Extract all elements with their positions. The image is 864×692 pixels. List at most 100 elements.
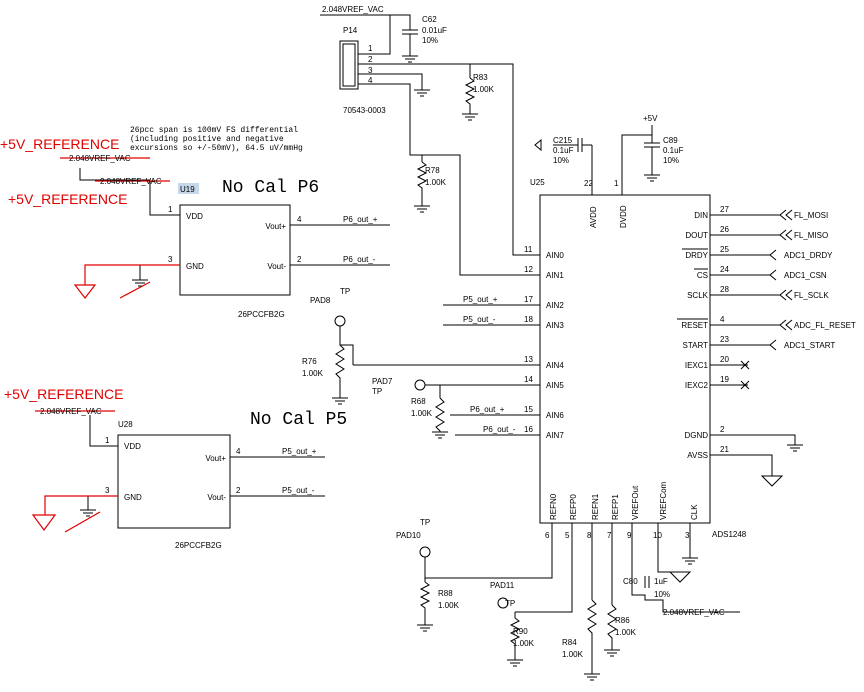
resistor-r83[interactable]: R83 1.00K bbox=[464, 73, 495, 114]
svg-text:C80: C80 bbox=[623, 577, 638, 586]
u28-part: 26PCCFB2G bbox=[175, 541, 222, 550]
p14-ref: P14 bbox=[343, 26, 358, 35]
svg-text:C215: C215 bbox=[553, 136, 573, 145]
svg-text:ADC1_CSN: ADC1_CSN bbox=[784, 271, 827, 280]
svg-text:FL_MOSI: FL_MOSI bbox=[794, 211, 828, 220]
testpad-pad10[interactable]: TP PAD10 bbox=[396, 518, 431, 565]
plus5v-label: +5V bbox=[643, 114, 658, 123]
testpad-pad11[interactable]: PAD11 TP bbox=[490, 581, 515, 609]
resistor-r86[interactable]: R86 1.00K bbox=[607, 604, 637, 650]
svg-text:AIN4: AIN4 bbox=[546, 361, 564, 370]
svg-text:VDD: VDD bbox=[186, 212, 203, 221]
svg-text:26: 26 bbox=[720, 225, 729, 234]
ground-symbol bbox=[132, 279, 148, 287]
svg-text:21: 21 bbox=[720, 445, 729, 454]
svg-text:AIN3: AIN3 bbox=[546, 321, 564, 330]
u25-ads1248[interactable]: U25 ADS1248 bbox=[530, 178, 747, 539]
svg-text:C89: C89 bbox=[663, 136, 678, 145]
capacitor-c215[interactable]: C215 0.1uF 10% bbox=[534, 136, 592, 165]
svg-text:P5_out_+: P5_out_+ bbox=[282, 447, 317, 456]
svg-text:PAD8: PAD8 bbox=[310, 296, 331, 305]
svg-text:0.1uF: 0.1uF bbox=[553, 146, 574, 155]
svg-text:1.00K: 1.00K bbox=[425, 178, 447, 187]
svg-text:28: 28 bbox=[720, 285, 729, 294]
u19-ref1-label: +5V_REFERENCE bbox=[0, 136, 119, 152]
ground-symbol bbox=[402, 55, 418, 63]
svg-text:excursions so +/-50mV), 64.5 u: excursions so +/-50mV), 64.5 uV/mmHg bbox=[130, 144, 303, 153]
svg-text:4: 4 bbox=[236, 447, 241, 456]
capacitor-c62[interactable]: C62 0.01uF 10% bbox=[402, 15, 447, 56]
svg-text:AVDD: AVDD bbox=[589, 206, 598, 228]
svg-text:CLK: CLK bbox=[690, 504, 699, 520]
svg-text:14: 14 bbox=[524, 375, 533, 384]
svg-text:7: 7 bbox=[607, 531, 612, 540]
resistor-r68[interactable]: R68 1.00K bbox=[411, 397, 445, 432]
svg-text:ADC1_START: ADC1_START bbox=[784, 341, 835, 350]
svg-text:AIN5: AIN5 bbox=[546, 381, 564, 390]
svg-text:10%: 10% bbox=[422, 36, 438, 45]
svg-text:DVDD: DVDD bbox=[619, 205, 628, 228]
svg-text:P5_out_+: P5_out_+ bbox=[463, 295, 498, 304]
svg-text:REFN1: REFN1 bbox=[591, 493, 600, 520]
svg-text:3: 3 bbox=[685, 531, 690, 540]
svg-text:PAD7: PAD7 bbox=[372, 377, 393, 386]
u28-sensor[interactable]: U28 26PCCFB2G VDD GND Vout+ Vout- 1 3 4 … bbox=[105, 420, 241, 550]
svg-text:P6_out_+: P6_out_+ bbox=[343, 215, 378, 224]
svg-text:19: 19 bbox=[720, 375, 729, 384]
ground-symbol bbox=[80, 509, 96, 517]
vref-top-label: 2.048VREF_VAC bbox=[322, 5, 384, 14]
p14-pin1: 1 bbox=[368, 44, 373, 53]
svg-text:AIN2: AIN2 bbox=[546, 301, 564, 310]
resistor-r88[interactable]: R88 1.00K bbox=[419, 565, 460, 625]
connector-p14[interactable]: P14 70543-0003 1 2 3 4 bbox=[339, 26, 386, 115]
svg-text:1: 1 bbox=[168, 205, 173, 214]
capacitor-c80[interactable]: C80 1uF 10% bbox=[623, 576, 670, 599]
svg-text:AIN1: AIN1 bbox=[546, 271, 564, 280]
svg-text:Vout-: Vout- bbox=[267, 262, 286, 271]
svg-text:AIN6: AIN6 bbox=[546, 411, 564, 420]
svg-text:8: 8 bbox=[587, 531, 592, 540]
testpad-pad8[interactable]: TP PAD8 bbox=[310, 287, 350, 327]
svg-text:VREFOut: VREFOut bbox=[631, 485, 640, 520]
capacitor-c89[interactable]: C89 0.1uF 10% bbox=[644, 136, 684, 175]
svg-text:REFP1: REFP1 bbox=[611, 494, 620, 520]
svg-text:11: 11 bbox=[524, 245, 533, 254]
svg-text:15: 15 bbox=[524, 405, 533, 414]
svg-text:DIN: DIN bbox=[694, 211, 708, 220]
svg-text:0.1uF: 0.1uF bbox=[663, 146, 684, 155]
svg-text:DRDY: DRDY bbox=[685, 251, 708, 260]
svg-text:23: 23 bbox=[720, 335, 729, 344]
no-cal-p5: No Cal P5 bbox=[250, 410, 347, 430]
svg-text:PAD11: PAD11 bbox=[490, 581, 515, 590]
resistor-r84[interactable]: R84 1.00K bbox=[562, 599, 597, 659]
svg-text:RESET: RESET bbox=[681, 321, 708, 330]
resistor-r90[interactable]: R90 1.00K bbox=[509, 612, 535, 660]
u19-ref2-label: +5V_REFERENCE bbox=[8, 191, 127, 207]
svg-text:20: 20 bbox=[720, 355, 729, 364]
u19-red-markup bbox=[60, 157, 180, 299]
u19-sensor[interactable]: U19 26PCCFB2G VDD GND Vout+ Vout- 1 3 4 … bbox=[168, 183, 302, 319]
svg-text:Vout+: Vout+ bbox=[205, 454, 226, 463]
svg-text:3: 3 bbox=[168, 255, 173, 264]
svg-text:22: 22 bbox=[584, 179, 593, 188]
svg-text:AVSS: AVSS bbox=[687, 451, 708, 460]
svg-text:ADC_FL_RESET: ADC_FL_RESET bbox=[794, 321, 856, 330]
svg-text:DGND: DGND bbox=[684, 431, 708, 440]
svg-text:R78: R78 bbox=[425, 166, 440, 175]
u19-ref-highlight bbox=[178, 183, 199, 194]
svg-text:P6_out_-: P6_out_- bbox=[343, 255, 376, 264]
vref-bottom-label: 2.048VREF_VAC bbox=[663, 608, 725, 617]
svg-text:1.00K: 1.00K bbox=[411, 409, 433, 418]
svg-text:VREFCom: VREFCom bbox=[659, 481, 668, 520]
u28-ref-label: +5V_REFERENCE bbox=[4, 386, 123, 402]
ground-symbol bbox=[787, 444, 803, 452]
testpad-pad7[interactable]: PAD7 TP bbox=[372, 377, 426, 396]
svg-text:REFP0: REFP0 bbox=[569, 494, 578, 520]
u19-ref: U19 bbox=[180, 185, 195, 194]
resistor-r78[interactable]: R78 1.00K bbox=[416, 161, 447, 206]
svg-text:R84: R84 bbox=[562, 638, 577, 647]
svg-text:PAD10: PAD10 bbox=[396, 531, 421, 540]
svg-text:P5_out_-: P5_out_- bbox=[463, 315, 496, 324]
resistor-r76[interactable]: R76 1.00K bbox=[302, 344, 345, 398]
